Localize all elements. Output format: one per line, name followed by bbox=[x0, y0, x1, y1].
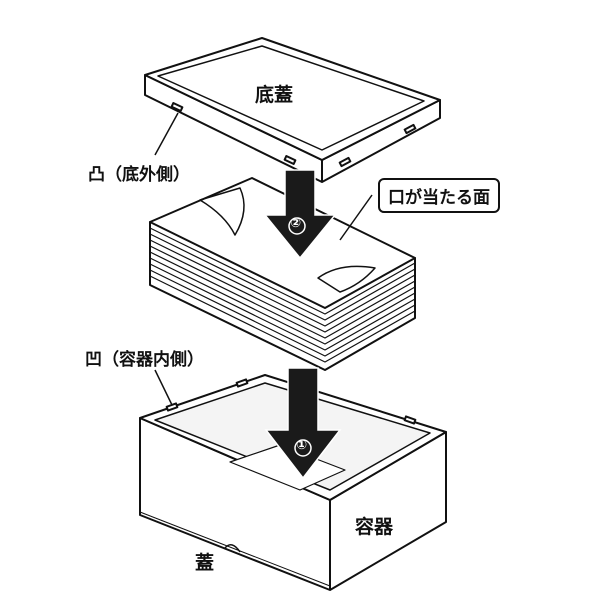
label-convex: 凸（底外側） bbox=[88, 165, 190, 185]
label-lid: 蓋 bbox=[195, 552, 215, 574]
mask-stack bbox=[149, 177, 416, 371]
bottom-lid-shape bbox=[144, 37, 441, 183]
label-step2: ② bbox=[290, 216, 302, 231]
leader-concave bbox=[154, 369, 173, 406]
arrow-step1 bbox=[264, 367, 342, 480]
leader-mouth bbox=[339, 194, 373, 241]
label-mouth-surface: 口が当たる面 bbox=[378, 178, 500, 213]
arrow-step2 bbox=[263, 169, 337, 260]
leader-convex bbox=[154, 112, 179, 156]
label-concave: 凹（容器内側） bbox=[85, 350, 204, 370]
label-container: 容器 bbox=[355, 516, 394, 538]
label-bottom-lid: 底蓋 bbox=[255, 84, 294, 106]
label-step1: ① bbox=[296, 438, 308, 453]
